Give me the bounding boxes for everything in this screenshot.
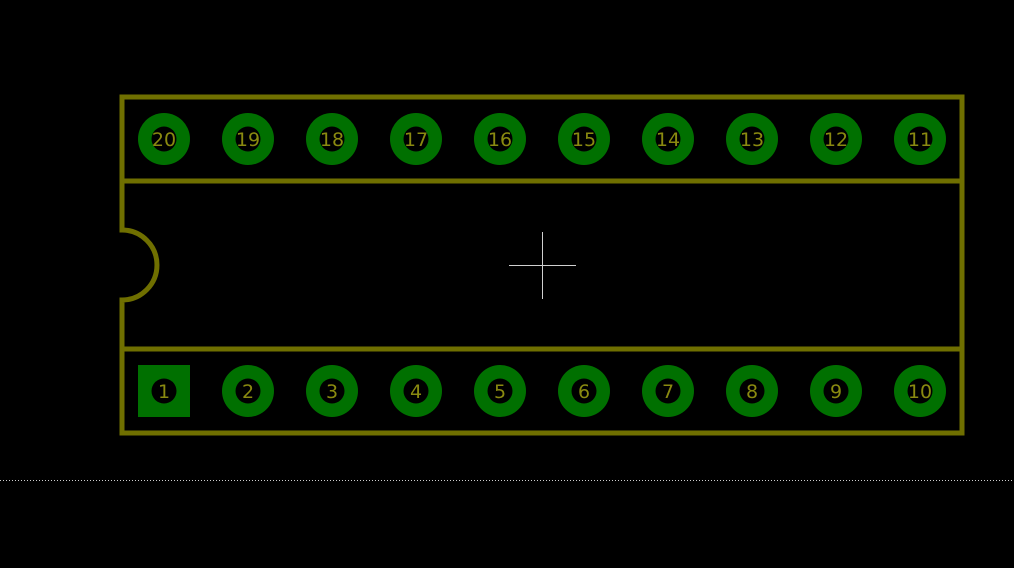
pad-14[interactable]: 14 [642,113,694,165]
drill-hole [151,378,177,404]
pad-13[interactable]: 13 [726,113,778,165]
pad-number: 14 [656,129,680,151]
drill-hole [235,378,261,404]
pad-19[interactable]: 19 [222,113,274,165]
drill-hole [655,378,681,404]
pad-17[interactable]: 17 [390,113,442,165]
pad-7[interactable]: 7 [642,365,694,417]
pad-number: 15 [572,129,596,151]
pad-number: 1 [158,381,170,403]
drill-hole [655,126,681,152]
drill-hole [571,126,597,152]
drill-hole [823,378,849,404]
pad-number: 18 [320,129,344,151]
pad-9[interactable]: 9 [810,365,862,417]
body-outline [119,94,965,436]
pad-number: 16 [488,129,512,151]
pad-number: 10 [908,381,932,403]
pad-4[interactable]: 4 [390,365,442,417]
drill-hole [487,378,513,404]
footprint-outline [119,94,965,436]
pad-number: 17 [404,129,428,151]
pad-number: 11 [908,129,932,151]
pad-number: 5 [494,381,506,403]
pad-number: 20 [152,129,176,151]
drill-hole [403,126,429,152]
drill-hole [151,126,177,152]
pad-number: 4 [410,381,422,403]
pad-number: 8 [746,381,758,403]
pad-18[interactable]: 18 [306,113,358,165]
pad-1[interactable]: 1 [138,365,190,417]
pad-11[interactable]: 11 [894,113,946,165]
pad-number: 13 [740,129,764,151]
pad-number: 12 [824,129,848,151]
pad-number: 3 [326,381,338,403]
drill-hole [907,378,933,404]
drill-hole [235,126,261,152]
drill-hole [319,378,345,404]
pad-number: 19 [236,129,260,151]
drill-hole [739,126,765,152]
pad-12[interactable]: 12 [810,113,862,165]
pad-5[interactable]: 5 [474,365,526,417]
pad-3[interactable]: 3 [306,365,358,417]
drill-hole [823,126,849,152]
pad-number: 7 [662,381,674,403]
drill-hole [907,126,933,152]
drill-hole [319,126,345,152]
drill-hole [403,378,429,404]
crosshair-icon [509,232,576,299]
pad-20[interactable]: 20 [138,113,190,165]
pad-8[interactable]: 8 [726,365,778,417]
pad-6[interactable]: 6 [558,365,610,417]
pad-number: 6 [578,381,590,403]
pad-16[interactable]: 16 [474,113,526,165]
pad-2[interactable]: 2 [222,365,274,417]
pad-10[interactable]: 10 [894,365,946,417]
drill-hole [487,126,513,152]
pad-15[interactable]: 15 [558,113,610,165]
pad-number: 2 [242,381,254,403]
drill-hole [739,378,765,404]
drill-hole [571,378,597,404]
pad-number: 9 [830,381,842,403]
